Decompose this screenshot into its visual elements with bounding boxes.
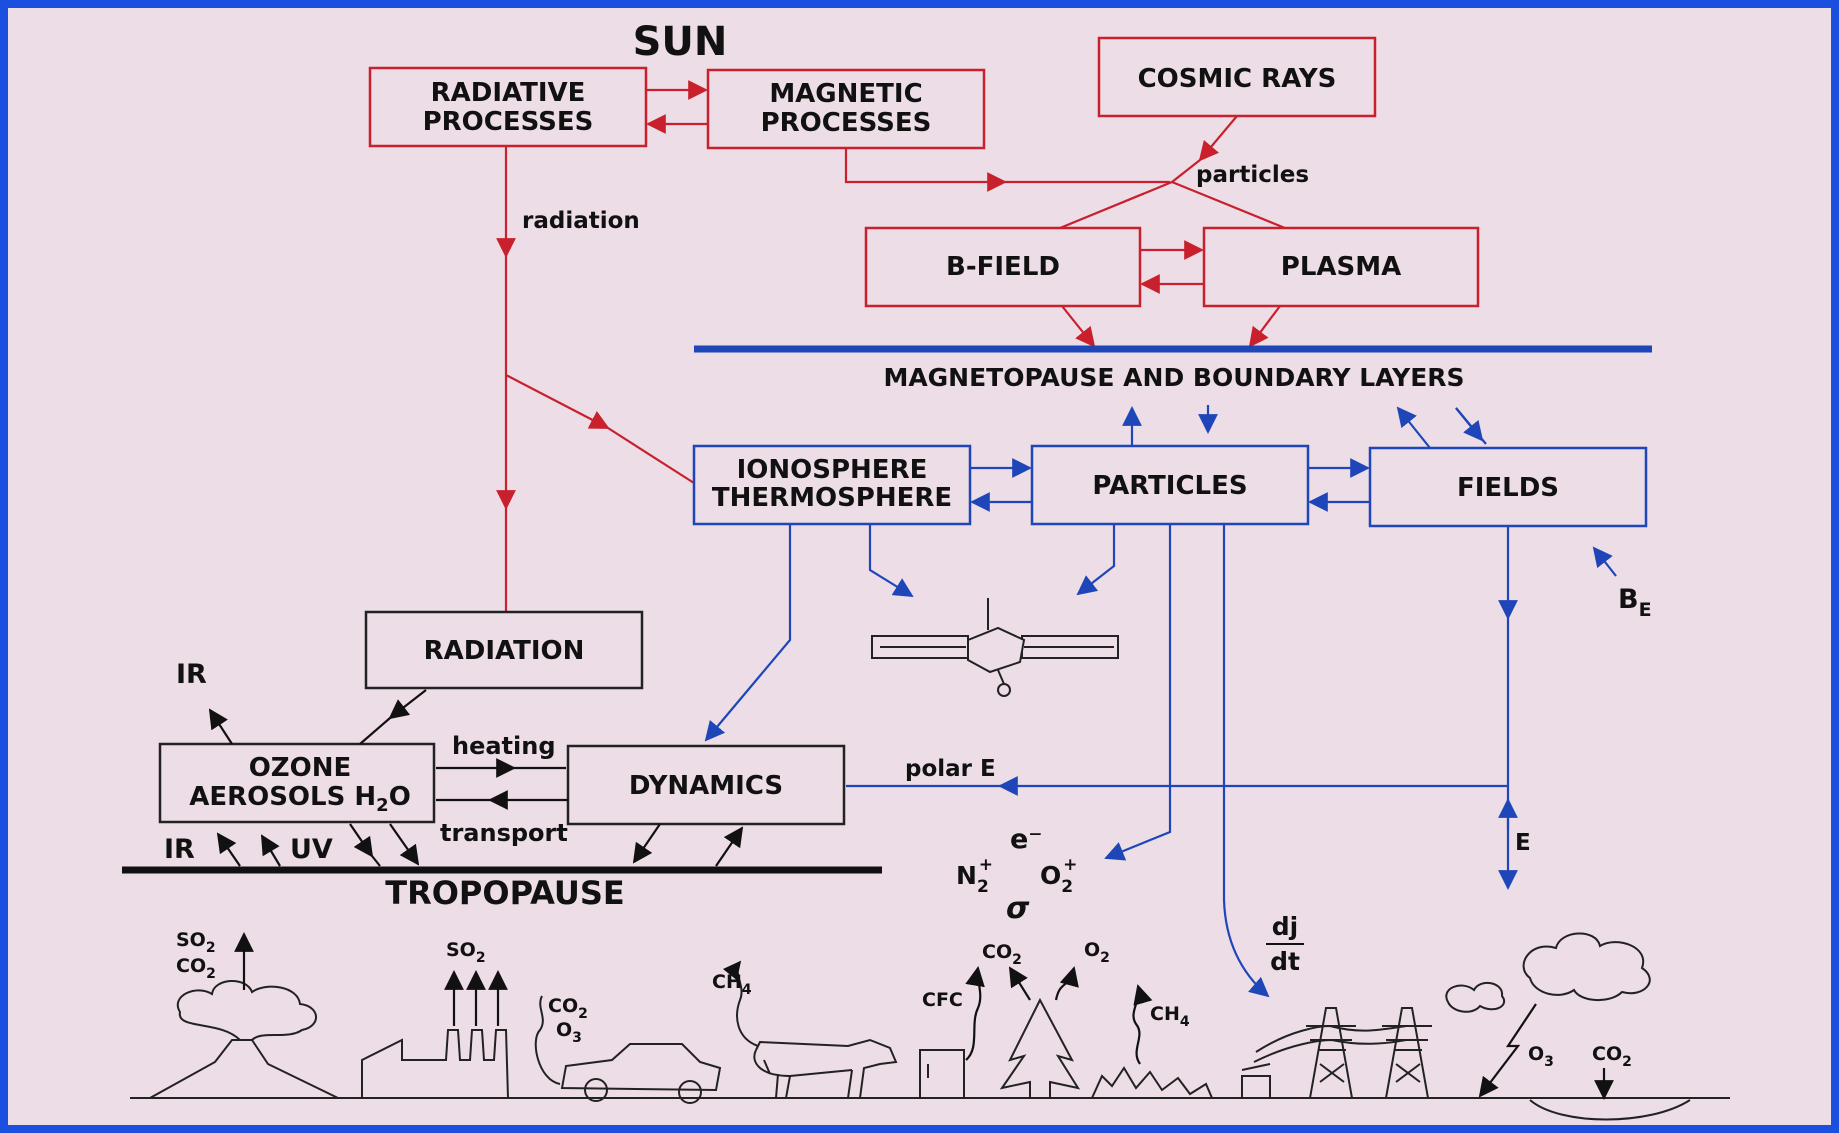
magnetic-processes-box: MAGNETIC PROCESSES <box>706 68 986 150</box>
e-field-label: E <box>1515 830 1531 856</box>
b-e-label: BE <box>1618 584 1652 621</box>
transport-label: transport <box>440 819 568 847</box>
dj-dt-label: dj dt <box>1266 912 1304 976</box>
volcano-illustration: SO2 CO2 <box>149 929 339 1099</box>
ionosphere-thermosphere-box: IONOSPHERE THERMOSPHERE <box>692 444 972 526</box>
brush-fire-illustration: CH4 <box>1091 984 1213 1099</box>
ir-top-label: IR <box>176 659 207 690</box>
svg-text:SO2: SO2 <box>176 929 216 956</box>
radiation-label: radiation <box>522 208 640 234</box>
svg-text:O2: O2 <box>1084 939 1110 966</box>
svg-text:PROCESSES: PROCESSES <box>423 107 594 137</box>
magnetopause-label: MAGNETOPAUSE AND BOUNDARY LAYERS <box>883 363 1464 392</box>
tree-illustration: CO2 O2 <box>982 939 1110 1099</box>
svg-text:COSMIC RAYS: COSMIC RAYS <box>1138 64 1337 94</box>
svg-text:dt: dt <box>1270 947 1300 976</box>
diagram-frame: SUN RADIATIVE PROCESSES MAGNETIC PROCESS… <box>8 8 1831 1125</box>
svg-text:THERMOSPHERE: THERMOSPHERE <box>712 483 952 513</box>
svg-text:O3: O3 <box>1528 1043 1554 1070</box>
solar-terrestrial-diagram: SUN RADIATIVE PROCESSES MAGNETIC PROCESS… <box>122 19 1730 1121</box>
svg-text:MAGNETIC: MAGNETIC <box>769 79 922 109</box>
refrigerator-illustration: CFC <box>919 966 985 1099</box>
black-connections <box>208 689 744 867</box>
svg-text:PLASMA: PLASMA <box>1281 252 1401 282</box>
particles-label: particles <box>1196 162 1309 188</box>
factory-illustration: SO2 <box>361 939 509 1099</box>
sigma-label: σ <box>1006 891 1030 926</box>
ir-bottom-label: IR <box>164 834 195 865</box>
cosmic-rays-box: COSMIC RAYS <box>1097 36 1377 118</box>
svg-text:SO2: SO2 <box>446 939 486 966</box>
tropopause-label: TROPOPAUSE <box>385 874 625 912</box>
heating-label: heating <box>452 732 556 760</box>
svg-text:AEROSOLS H2O: AEROSOLS H2O <box>189 782 411 816</box>
n2-plus-label: N2+ <box>956 855 993 897</box>
fields-box: FIELDS <box>1368 446 1648 528</box>
electron-label: e⁻ <box>1010 824 1043 855</box>
svg-text:RADIATION: RADIATION <box>424 636 585 666</box>
svg-text:CO2: CO2 <box>548 995 588 1022</box>
svg-text:PARTICLES: PARTICLES <box>1092 471 1247 501</box>
red-connections <box>496 80 1286 612</box>
svg-text:IONOSPHERE: IONOSPHERE <box>737 455 928 485</box>
svg-text:O3: O3 <box>556 1019 582 1046</box>
svg-text:CFC: CFC <box>922 989 963 1011</box>
b-field-box: B-FIELD <box>864 226 1142 308</box>
blue-connections <box>704 405 1617 998</box>
svg-text:OZONE: OZONE <box>249 753 352 783</box>
o2-plus-label: O2+ <box>1040 855 1077 897</box>
svg-text:RADIATIVE: RADIATIVE <box>431 78 586 108</box>
svg-text:CO2: CO2 <box>982 941 1022 968</box>
cow-illustration: CH4 <box>712 960 898 1099</box>
radiative-processes-box: RADIATIVE PROCESSES <box>368 66 648 148</box>
svg-text:CH4: CH4 <box>712 971 752 998</box>
car-illustration: CO2 O3 <box>534 995 722 1104</box>
satellite-illustration <box>871 598 1119 697</box>
radiation-box: RADIATION <box>364 610 644 690</box>
svg-text:B-FIELD: B-FIELD <box>946 252 1060 282</box>
dynamics-box: DYNAMICS <box>566 744 846 826</box>
sun-title: SUN <box>633 19 728 65</box>
uv-label: UV <box>290 834 333 865</box>
plasma-box: PLASMA <box>1202 226 1480 308</box>
svg-text:CO2: CO2 <box>1592 1043 1632 1070</box>
svg-text:CO2: CO2 <box>176 955 216 982</box>
svg-text:FIELDS: FIELDS <box>1457 473 1559 503</box>
storm-illustration: O3 CO2 <box>1445 932 1691 1121</box>
ozone-aerosols-box: OZONE AEROSOLS H2O <box>158 742 436 824</box>
polar-e-label: polar E <box>905 756 996 782</box>
svg-text:dj: dj <box>1272 912 1298 941</box>
svg-text:DYNAMICS: DYNAMICS <box>629 771 783 801</box>
svg-text:CH4: CH4 <box>1150 1003 1190 1030</box>
power-line-illustration <box>1241 1007 1432 1099</box>
particles-box: PARTICLES <box>1030 444 1310 526</box>
svg-text:PROCESSES: PROCESSES <box>761 108 932 138</box>
